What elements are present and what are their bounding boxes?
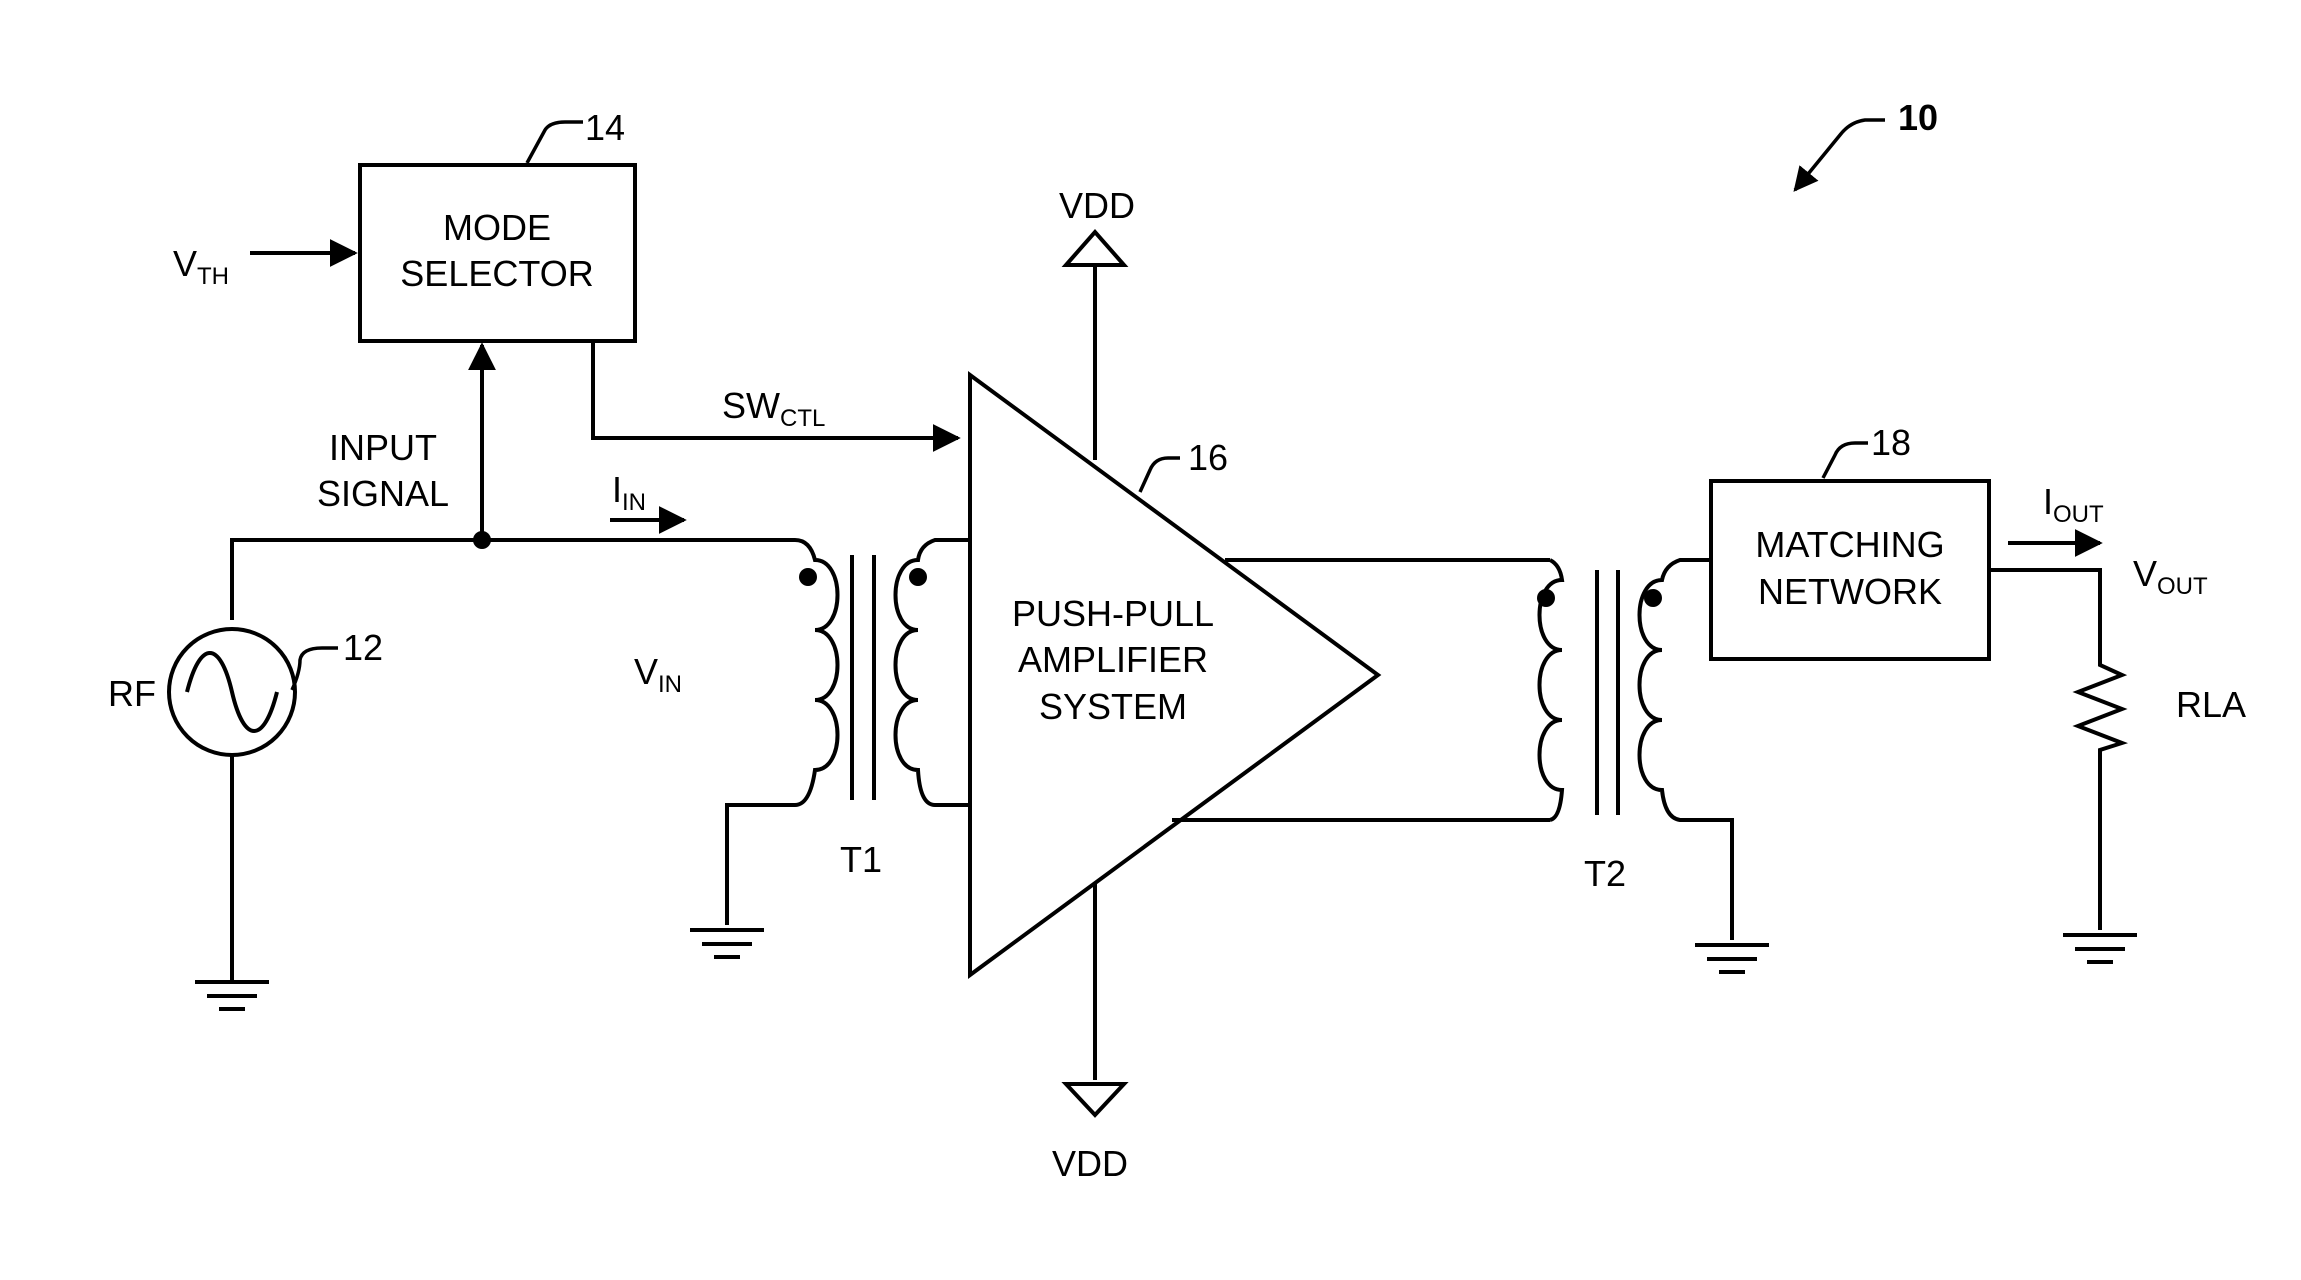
input-signal-path: INPUT SIGNAL [317, 345, 491, 549]
t2-secondary-dot [1644, 589, 1662, 607]
ground-icon [195, 982, 269, 1009]
mode-selector-label-line1: MODE [443, 207, 551, 248]
matching-network-label-line1: MATCHING [1755, 524, 1944, 565]
switch-control-label: SWCTL [722, 385, 825, 432]
t1-secondary-winding [896, 540, 969, 805]
transformer-t1: T1 [690, 540, 968, 957]
ground-icon [2063, 935, 2137, 962]
matching-network-ref-leader [1823, 443, 1868, 478]
amplifier-label-line3: SYSTEM [1039, 686, 1187, 727]
matching-network-box [1711, 481, 1989, 659]
rf-source: RF 12 [108, 540, 795, 1009]
t1-secondary-dot [909, 568, 927, 586]
threshold-label: VTH [173, 243, 229, 290]
transformer-t2: T2 [1537, 560, 1769, 972]
threshold-input: VTH [173, 243, 355, 290]
input-voltage-label: VIN [634, 651, 682, 698]
mode-selector-ref-leader [527, 122, 583, 163]
t2-primary-dot [1537, 589, 1555, 607]
output-current-label: IOUT [2043, 481, 2104, 528]
mode-selector-label-line2: SELECTOR [400, 253, 593, 294]
mode-selector-block: MODE SELECTOR 14 [360, 107, 635, 341]
input-current-label: IIN [612, 469, 646, 516]
output-load: IOUT VOUT RLA [1990, 481, 2246, 962]
input-signal-label-line2: SIGNAL [317, 473, 449, 514]
load-label: RLA [2176, 684, 2246, 725]
matching-network-block: MATCHING NETWORK 18 [1710, 422, 1989, 659]
ground-icon [1695, 945, 1769, 972]
output-wire [1990, 570, 2100, 655]
switch-control-path: SWCTL [593, 342, 958, 438]
amplifier-label-line1: PUSH-PULL [1012, 593, 1214, 634]
sine-wave-icon [187, 653, 277, 731]
ground-icon [690, 930, 764, 957]
load-resistor-icon [2078, 655, 2122, 930]
figure-number: 10 [1898, 97, 1938, 138]
push-pull-amplifier: VDD VDD PUSH-PULL AMPLIFIER SYSTEM 16 [970, 185, 1378, 1184]
t2-secondary-winding [1640, 560, 1733, 940]
matching-network-ref: 18 [1871, 422, 1911, 463]
figure-arrow [1795, 120, 1885, 190]
input-current: IIN [610, 469, 684, 520]
vdd-top-symbol [1066, 232, 1124, 265]
input-signal-label-line1: INPUT [329, 427, 437, 468]
amplifier-ref-leader [1140, 458, 1180, 492]
vdd-bottom-symbol [1066, 1084, 1124, 1115]
rf-label: RF [108, 673, 156, 714]
mode-selector-ref: 14 [585, 107, 625, 148]
amplifier-label-line2: AMPLIFIER [1018, 639, 1208, 680]
output-voltage-label: VOUT [2133, 553, 2208, 600]
amplifier-ref: 16 [1188, 437, 1228, 478]
vdd-top-label: VDD [1059, 185, 1135, 226]
matching-network-label-line2: NETWORK [1758, 571, 1942, 612]
figure-reference: 10 [1795, 97, 1938, 190]
rf-ref-leader [292, 648, 338, 690]
t1-primary-winding [727, 540, 838, 925]
t2-label: T2 [1584, 853, 1626, 894]
t1-primary-dot [799, 568, 817, 586]
vdd-bottom-label: VDD [1052, 1143, 1128, 1184]
t1-label: T1 [840, 839, 882, 880]
rf-ref: 12 [343, 627, 383, 668]
rf-top-wire [232, 540, 795, 620]
